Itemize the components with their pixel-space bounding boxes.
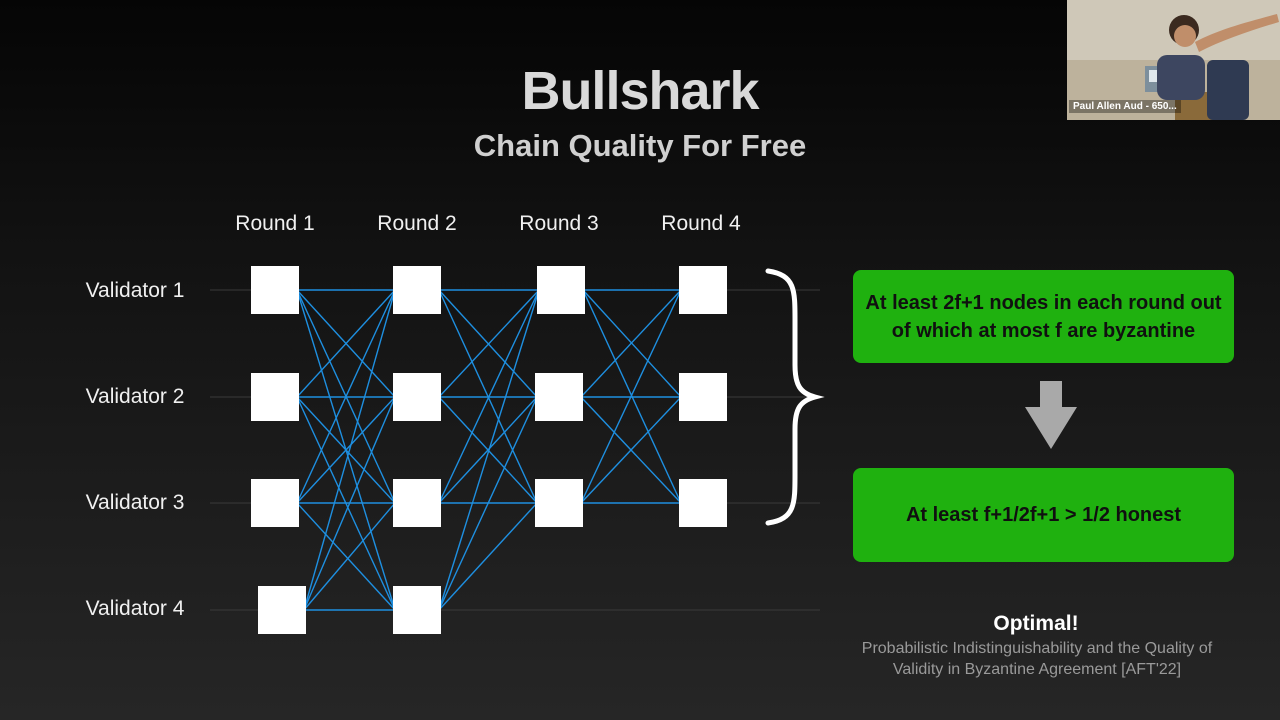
speaker-video-frame bbox=[1067, 0, 1280, 120]
dag-node-round4-validator2 bbox=[679, 373, 727, 421]
dag-edge bbox=[303, 396, 396, 611]
dag-edge bbox=[438, 289, 538, 398]
optimal-label: Optimal! bbox=[993, 612, 1079, 635]
dag-edge bbox=[296, 396, 396, 504]
dag-edge bbox=[303, 502, 396, 611]
dag-node-round2-validator3 bbox=[393, 479, 441, 527]
participant-name: Paul Allen Aud - 650... bbox=[1069, 100, 1181, 113]
dag-edge bbox=[438, 502, 538, 611]
claim-box-top-text: At least 2f+1 nodes in each round out of… bbox=[865, 291, 1222, 342]
curly-brace bbox=[765, 268, 825, 526]
validator-label-3: Validator 3 bbox=[85, 491, 185, 514]
validator-label-2: Validator 2 bbox=[85, 385, 185, 408]
dag-edge bbox=[580, 289, 682, 398]
dag-edge bbox=[438, 396, 538, 611]
dag-node-round3-validator2 bbox=[535, 373, 583, 421]
dag-edge bbox=[438, 289, 540, 504]
dag-node-round4-validator3 bbox=[679, 479, 727, 527]
dag-nodes bbox=[251, 266, 727, 634]
claim-box-bottom: At least f+1/2f+1 > 1/2 honest bbox=[853, 468, 1234, 562]
round-label-2: Round 2 bbox=[377, 212, 457, 235]
dag-edge bbox=[438, 289, 540, 398]
slide-subtitle: Chain Quality For Free bbox=[473, 128, 807, 163]
dag-node-round1-validator4 bbox=[258, 586, 306, 634]
dag-node-round1-validator3 bbox=[251, 479, 299, 527]
dag-edge bbox=[438, 289, 540, 611]
slide-title: Bullshark bbox=[521, 61, 759, 121]
round-label-1: Round 1 bbox=[235, 212, 315, 235]
dag-edge bbox=[582, 289, 682, 398]
claim-box-bottom-text: At least f+1/2f+1 > 1/2 honest bbox=[905, 504, 1182, 526]
dag-node-round1-validator2 bbox=[251, 373, 299, 421]
dag-node-round1-validator1 bbox=[251, 266, 299, 314]
round-label-3: Round 3 bbox=[519, 212, 599, 235]
dag-node-round3-validator1 bbox=[537, 266, 585, 314]
dag-node-round2-validator4 bbox=[393, 586, 441, 634]
dag-edge bbox=[303, 289, 396, 611]
paper-reference: Probabilistic Indistinguishability and t… bbox=[861, 640, 1213, 678]
dag-edge bbox=[296, 289, 396, 504]
validator-label-1: Validator 1 bbox=[85, 279, 185, 302]
round-label-4: Round 4 bbox=[661, 212, 741, 235]
dag-node-round2-validator1 bbox=[393, 266, 441, 314]
validator-label-4: Validator 4 bbox=[85, 597, 185, 620]
dag-node-round4-validator1 bbox=[679, 266, 727, 314]
down-arrow-icon bbox=[1025, 381, 1077, 449]
dag-edge bbox=[580, 289, 682, 504]
dag-edge bbox=[580, 396, 682, 504]
dag-edge bbox=[296, 289, 396, 398]
row-guides bbox=[210, 289, 820, 611]
speaker-webcam-thumbnail[interactable]: Paul Allen Aud - 650... bbox=[1067, 0, 1280, 120]
dag-edge bbox=[438, 396, 538, 504]
dag-node-round3-validator3 bbox=[535, 479, 583, 527]
dag-edge bbox=[296, 502, 396, 611]
claim-box-top: At least 2f+1 nodes in each round out of… bbox=[853, 270, 1234, 363]
dag-node-round2-validator2 bbox=[393, 373, 441, 421]
dag-edges bbox=[296, 289, 682, 611]
